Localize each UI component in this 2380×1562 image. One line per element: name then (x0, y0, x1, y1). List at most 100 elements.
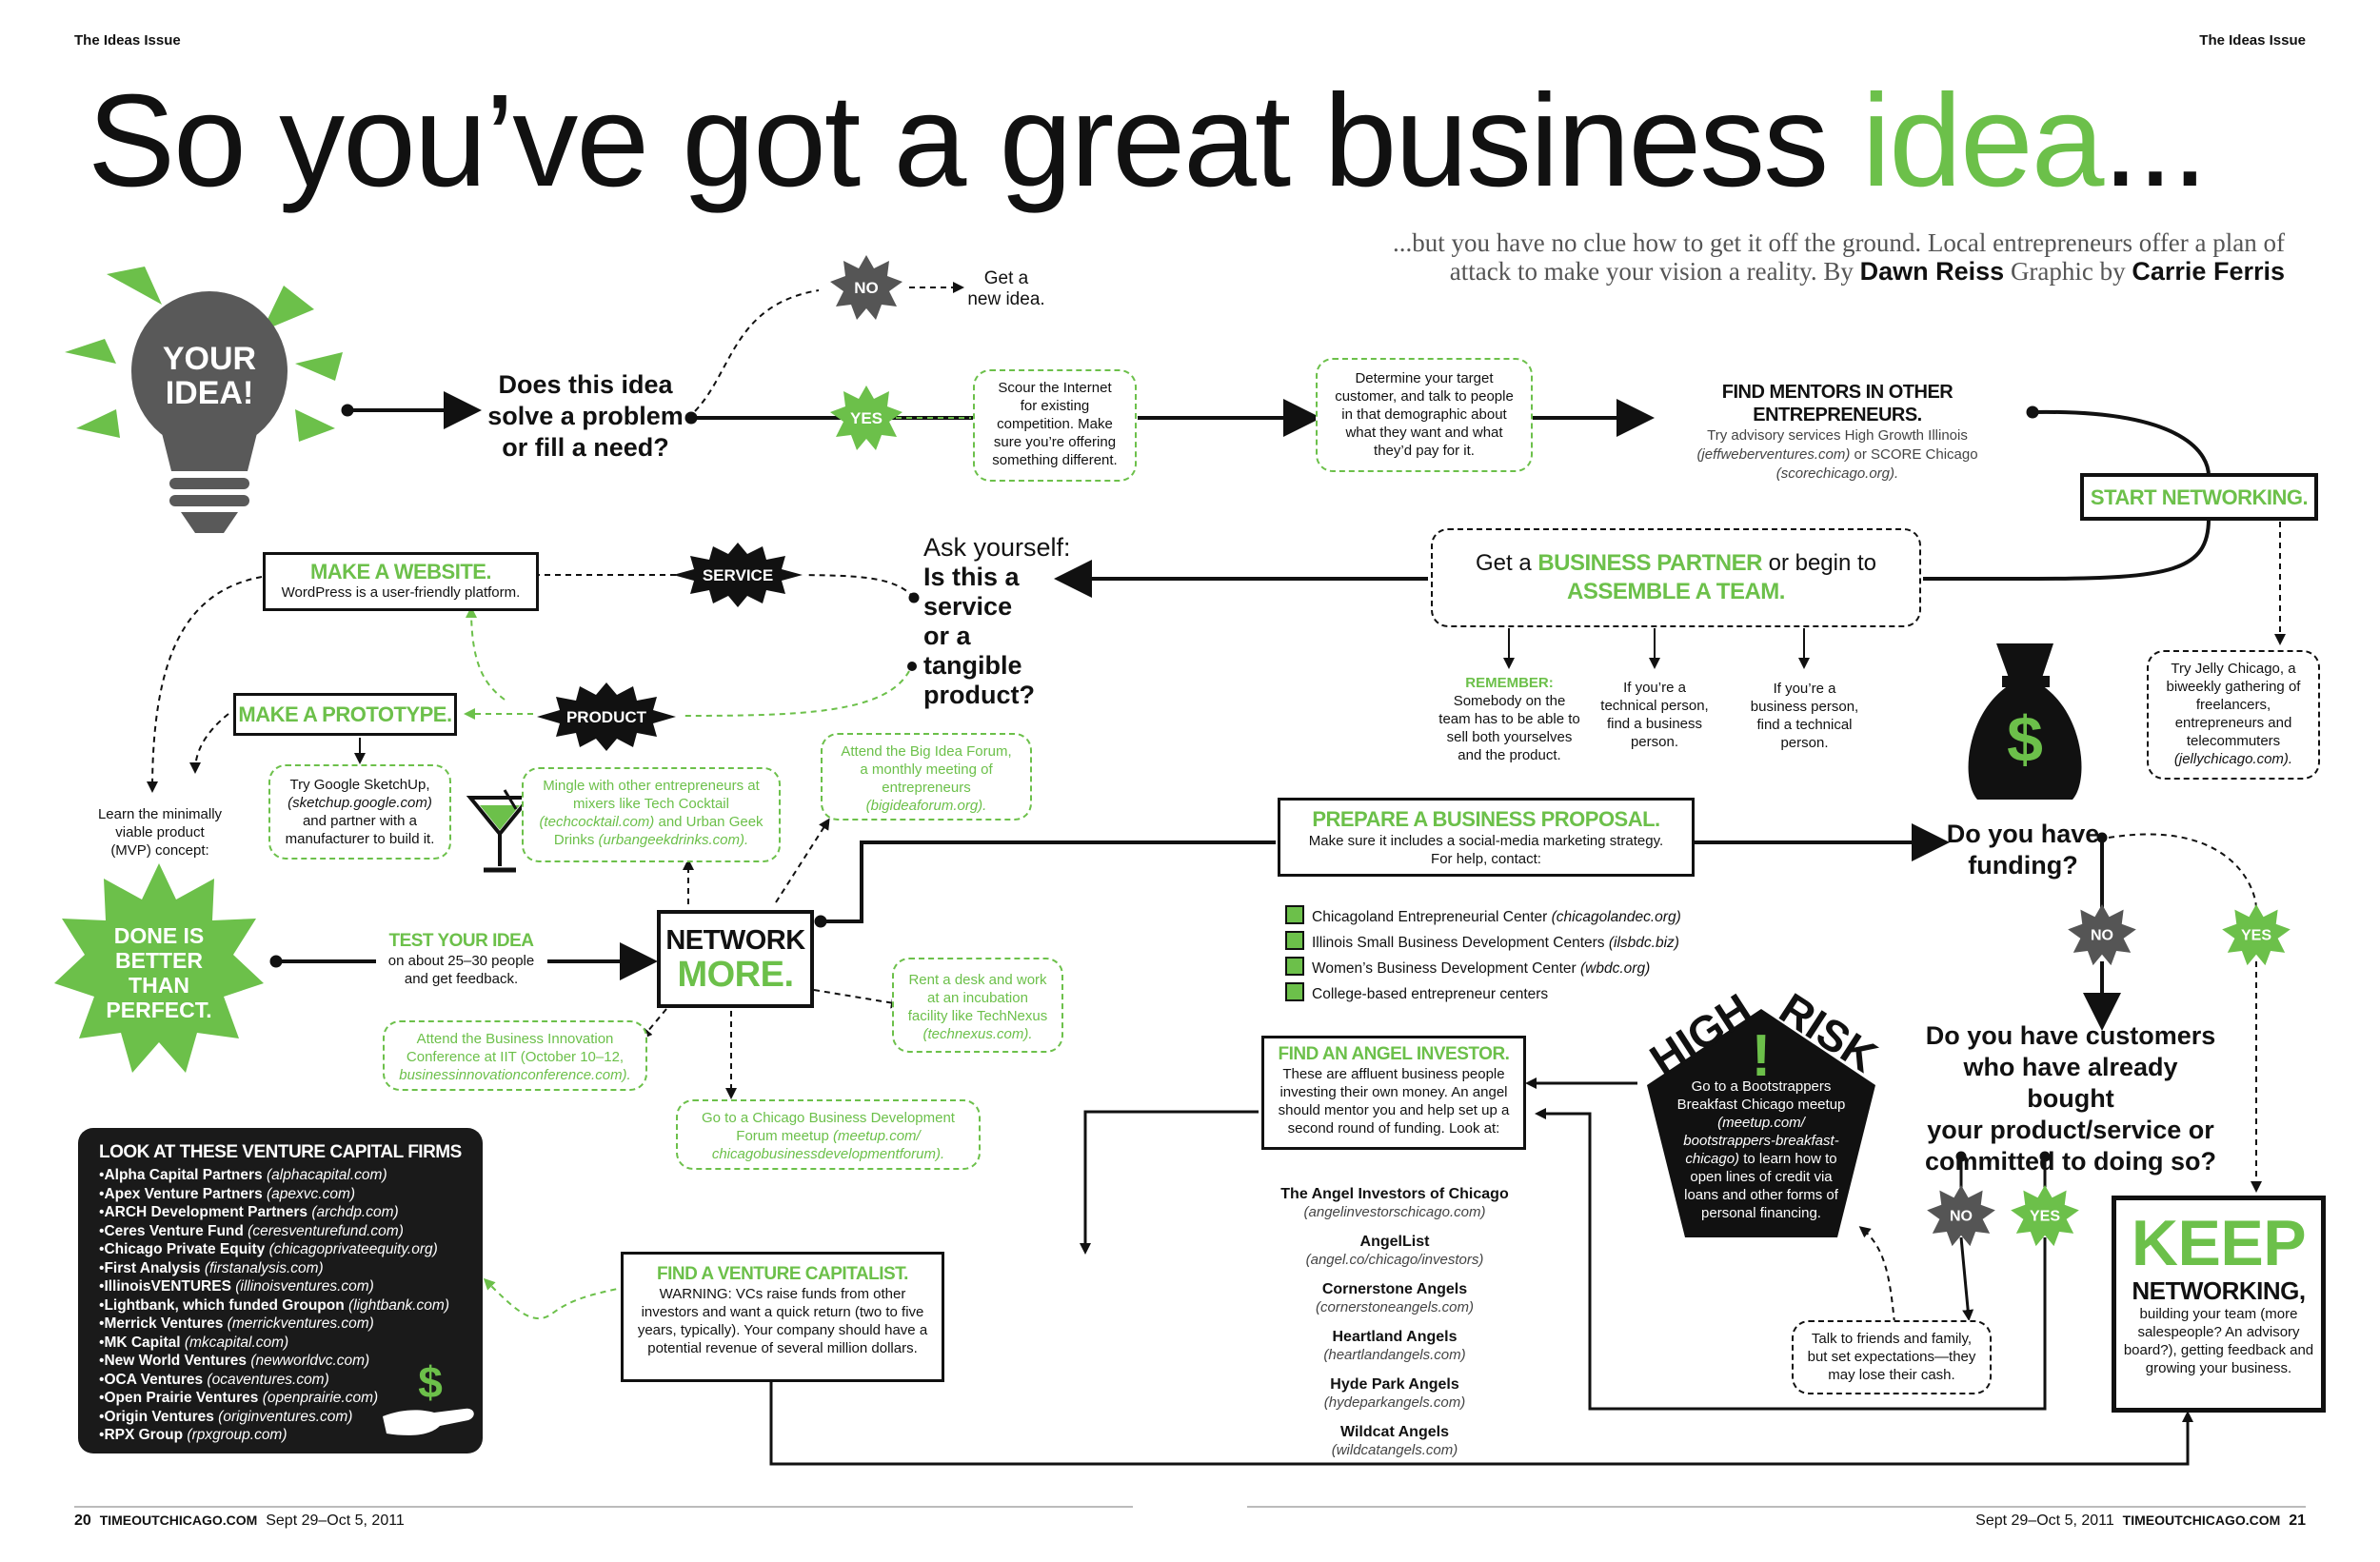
proposal-line-1: Make sure it includes a social-media mar… (1308, 833, 1664, 849)
jelly-link[interactable]: (jellychicago.com). (2173, 751, 2293, 767)
urbangeek-link[interactable]: (urbangeekdrinks.com). (598, 832, 749, 848)
vc-firm-site[interactable]: (alphacapital.com) (266, 1167, 387, 1183)
sketchup-line-1: Try Google SketchUp, (289, 777, 430, 793)
hand-dollar-icon: $ (383, 1357, 474, 1435)
jelly-chicago-box: Try Jelly Chicago, a biweekly gathering … (2147, 650, 2320, 780)
vc-firm-site[interactable]: (archdp.com) (311, 1204, 399, 1220)
website-text: WordPress is a user-friendly platform. (281, 584, 521, 601)
no-badge-funding-text: NO (2091, 927, 2113, 944)
bic-link[interactable]: businessinnovationconference.com). (399, 1067, 631, 1083)
center-item: Women’s Business Development Center (wbd… (1285, 956, 1723, 981)
vc-firm-site[interactable]: (mkcapital.com) (184, 1334, 289, 1351)
cbd-link-1[interactable]: (meetup.com/ (833, 1128, 921, 1144)
remember-line-2: team has to be able to (1438, 711, 1580, 727)
customers-line-1: Do you have customers (1925, 1021, 2216, 1050)
risk-line-5: chicago) to learn how to (1655, 1150, 1868, 1168)
angel-group-name: AngelList (1359, 1234, 1430, 1250)
vc-firm-site[interactable]: (apexvc.com) (267, 1185, 356, 1202)
center-site[interactable]: (ilsbdc.biz) (1608, 935, 1679, 951)
center-name: College-based entrepreneur centers (1312, 986, 1549, 1002)
make-website-box: MAKE A WEBSITE. WordPress is a user-frie… (263, 552, 539, 611)
vc-firm-name: Apex Venture Partners (104, 1185, 268, 1202)
vc-firm-name: Alpha Capital Partners (104, 1167, 267, 1183)
test-your-idea: TEST YOUR IDEA on about 25–30 people and… (373, 931, 549, 988)
vc-firms-heading: LOOK AT THESE VENTURE CAPITAL FIRMS (99, 1142, 462, 1162)
vc-firm-site[interactable]: (ocaventures.com) (207, 1371, 329, 1388)
angel-groups-list: The Angel Investors of Chicago(angelinve… (1257, 1185, 1533, 1471)
business-person-note: If you’re a business person, find a tech… (1740, 680, 1869, 752)
partner-line-1: Get a BUSINESS PARTNER or begin to (1433, 549, 1919, 578)
bigidea-link[interactable]: (bigideaforum.org). (865, 798, 987, 814)
sketchup-link[interactable]: (sketchup.google.com) (288, 795, 432, 811)
angel-line-3: should mentor you and help set up a (1278, 1102, 1510, 1118)
question-funding: Do you have funding? (1942, 819, 2104, 881)
rent-line-3: facility like TechNexus (907, 1008, 1048, 1024)
vc-firm-item: Chicago Private Equity (chicagoprivateeq… (99, 1240, 483, 1259)
mentors-link-2[interactable]: (scorechicago.org). (1775, 465, 1899, 482)
angel-heading: FIND AN ANGEL INVESTOR. (1278, 1044, 1510, 1064)
risk-link-2[interactable]: bootstrappers-breakfast- (1683, 1133, 1839, 1149)
business-person-line-2: business person, (1750, 699, 1859, 715)
center-site[interactable]: (chicagolandec.org) (1551, 909, 1681, 925)
site-right: TIMEOUTCHICAGO.COM (2122, 1513, 2281, 1528)
friends-line-2: but set expectations—they (1807, 1349, 1976, 1365)
technical-line-2: technical person, (1600, 698, 1709, 714)
angel-group-name: Hyde Park Angels (1330, 1376, 1459, 1393)
vc-firm-name: Origin Ventures (104, 1408, 219, 1425)
angel-investor-box: FIND AN ANGEL INVESTOR. These are afflue… (1261, 1036, 1526, 1150)
angel-group-site[interactable]: (angelinvestorschicago.com) (1303, 1204, 1486, 1220)
techcocktail-link[interactable]: (techcocktail.com) (539, 814, 655, 830)
risk-line-6: open lines of credit via (1690, 1169, 1833, 1185)
mentors-link-1[interactable]: (jeffweberventures.com) (1696, 446, 1851, 463)
customers-line-4: committed to doing so? (1925, 1147, 2216, 1176)
risk-link-3[interactable]: chicago) (1685, 1151, 1740, 1167)
vc-firm-site[interactable]: (lightbank.com) (348, 1296, 449, 1314)
cbd-link-2[interactable]: chicagobusinessdevelopmentforum). (711, 1146, 945, 1162)
vc-firm-item: Lightbank, which funded Groupon (lightba… (99, 1296, 483, 1315)
business-innovation-box: Attend the Business Innovation Conferenc… (383, 1020, 647, 1091)
technexus-link[interactable]: (technexus.com). (922, 1026, 1033, 1042)
start-networking-box: START NETWORKING. (2080, 473, 2318, 521)
target-line-5: they’d pay for it. (1374, 443, 1475, 459)
vc-firm-item: RPX Group (rpxgroup.com) (99, 1426, 483, 1445)
angel-group-site[interactable]: (angel.co/chicago/investors) (1305, 1252, 1484, 1268)
subtitle: ...but you have no clue how to get it of… (1393, 228, 2285, 286)
vc-firm-site[interactable]: (merrickventures.com) (227, 1315, 374, 1332)
cbd-forum-box: Go to a Chicago Business Development For… (676, 1099, 981, 1170)
vc-firm-site[interactable]: (chicagoprivateequity.org) (268, 1241, 438, 1257)
customers-line-3: your product/service or (1927, 1116, 2214, 1144)
keep-big: KEEP (2131, 1207, 2307, 1279)
risk-link-1[interactable]: (meetup.com/ (1717, 1115, 1805, 1131)
question-solve-problem: Does this idea solve a problem or fill a… (481, 369, 690, 464)
vc-firm-site[interactable]: (openprairie.com) (262, 1390, 379, 1406)
vc-firm-item: Merrick Ventures (merrickventures.com) (99, 1315, 483, 1334)
vc-firm-site[interactable]: (illinoisventures.com) (235, 1278, 374, 1295)
vc-firm-site[interactable]: (newworldvc.com) (250, 1353, 370, 1369)
vc-firm-site[interactable]: (originventures.com) (218, 1408, 353, 1425)
center-site[interactable]: (wbdc.org) (1580, 960, 1651, 977)
angel-group-site[interactable]: (cornerstoneangels.com) (1316, 1299, 1474, 1315)
footer-rule-left (74, 1506, 1133, 1508)
ask-line-4: or a (923, 622, 971, 650)
page-number-right: 21 (2289, 1513, 2306, 1529)
vc-firm-site[interactable]: (firstanalysis.com) (204, 1259, 324, 1276)
get-new-idea-text: Get a new idea. (963, 268, 1049, 310)
network-line-2: MORE. (677, 955, 794, 995)
no-badge-customers: NO (1927, 1185, 1995, 1247)
cocktail-icon (466, 789, 533, 873)
scour-line-1: Scour the Internet (998, 380, 1112, 396)
angel-group-site[interactable]: (heartlandangels.com) (1323, 1347, 1466, 1363)
issue-label-left: The Ideas Issue (74, 32, 181, 49)
partner-highlight-1: BUSINESS PARTNER (1537, 550, 1762, 576)
remember-line-3: sell both yourselves (1446, 729, 1573, 745)
page-title: So you’ve got a great business idea... (88, 65, 2208, 217)
money-bag-icon: $ (1968, 643, 2082, 800)
vc-firm-site[interactable]: (rpxgroup.com) (187, 1427, 288, 1443)
subtitle-line-1: ...but you have no clue how to get it of… (1393, 228, 2285, 257)
rent-desk-box: Rent a desk and work at an incubation fa… (892, 958, 1063, 1053)
vc-firm-site[interactable]: (ceresventurefund.com) (248, 1222, 404, 1239)
angel-group-site[interactable]: (hydeparkangels.com) (1323, 1394, 1466, 1411)
keep-sub: NETWORKING, (2132, 1276, 2306, 1305)
angel-group-site[interactable]: (wildcatangels.com) (1331, 1442, 1458, 1458)
